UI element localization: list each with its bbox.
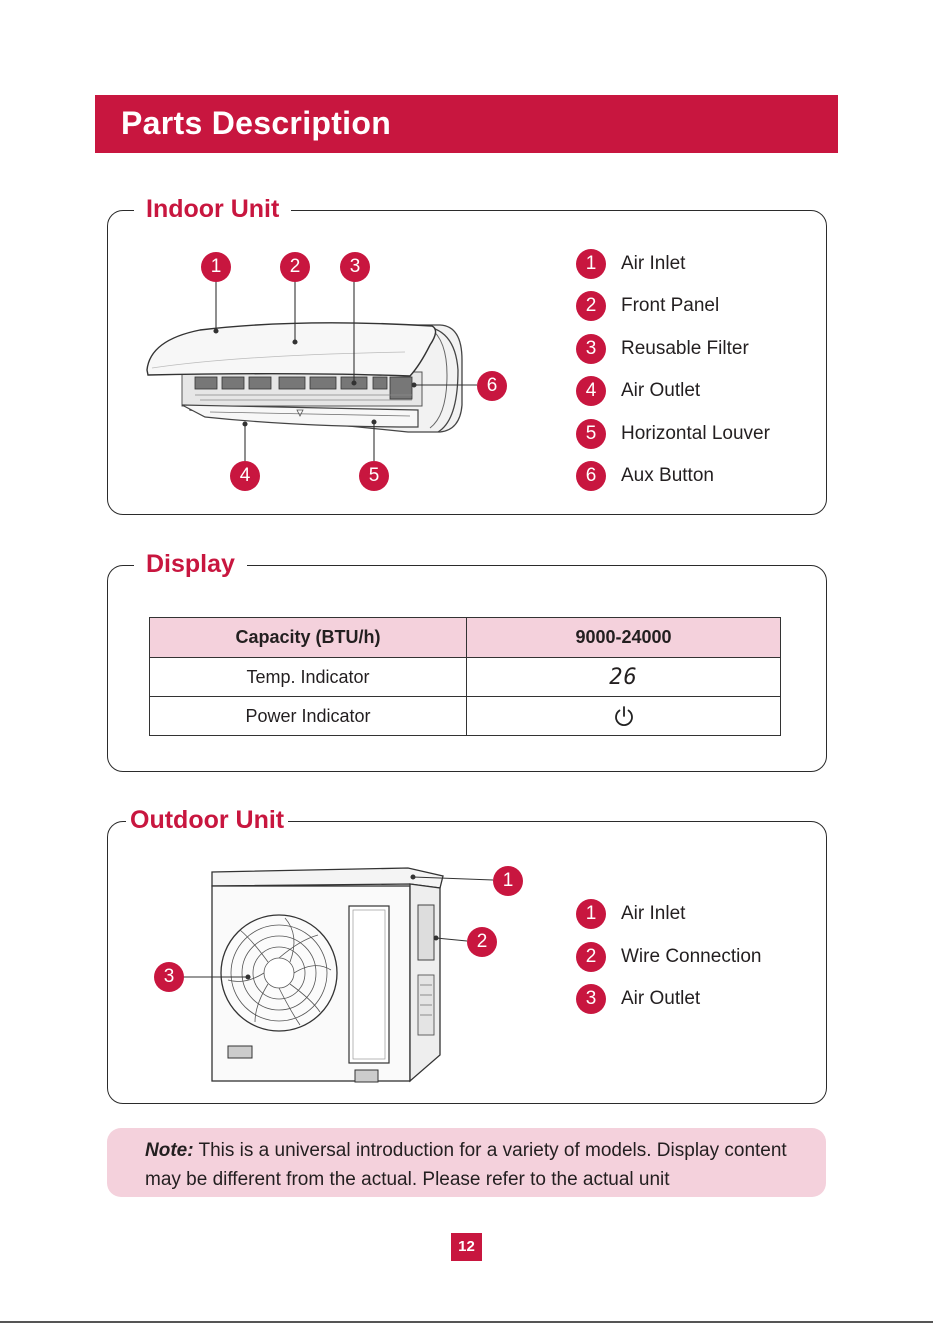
indoor-callout-4: 4 (230, 461, 260, 491)
indoor-callout-1: 1 (201, 252, 231, 282)
legend-number-badge: 4 (576, 376, 606, 406)
table-row: Temp. Indicator 26 (149, 657, 781, 697)
legend-number-badge: 6 (576, 461, 606, 491)
table-header-row: Capacity (BTU/h) 9000-24000 (149, 617, 781, 658)
outdoor-unit-title: Outdoor Unit (126, 805, 289, 835)
indoor-unit-illustration (146, 280, 477, 461)
temp-digits: 26 (609, 664, 638, 690)
outdoor-callout-1: 1 (493, 866, 523, 896)
legend-number-badge: 1 (576, 899, 606, 929)
indoor-callout-2: 2 (280, 252, 310, 282)
power-icon (614, 706, 633, 727)
display-table: Capacity (BTU/h) 9000-24000 Temp. Indica… (149, 617, 781, 736)
bottom-divider (0, 1321, 933, 1323)
legend-label: Wire Connection (621, 946, 762, 967)
legend-number-badge: 5 (576, 419, 606, 449)
table-cell-label: Power Indicator (149, 696, 467, 736)
legend-label: Air Outlet (621, 988, 701, 1009)
indoor-callout-6: 6 (477, 371, 507, 401)
note-paragraph: Note: This is a universal introduction f… (145, 1136, 815, 1194)
page-number: 12 (451, 1233, 482, 1261)
note-text: This is a universal introduction for a v… (145, 1140, 787, 1190)
legend-number-badge: 1 (576, 249, 606, 279)
legend-number-badge: 3 (576, 984, 606, 1014)
legend-number-badge: 2 (576, 942, 606, 972)
legend-label: Horizontal Louver (621, 423, 770, 444)
outdoor-callout-2: 2 (467, 927, 497, 957)
legend-number-badge: 2 (576, 291, 606, 321)
outdoor-unit-illustration (183, 867, 494, 1083)
page-title: Parts Description (121, 105, 392, 141)
legend-label: Air Inlet (621, 903, 686, 924)
table-header-cell: 9000-24000 (466, 617, 781, 658)
power-indicator-value (466, 696, 781, 736)
legend-label: Aux Button (621, 465, 714, 486)
legend-number-badge: 3 (576, 334, 606, 364)
table-header-cell: Capacity (BTU/h) (149, 617, 467, 658)
table-cell-label: Temp. Indicator (149, 657, 467, 697)
note-label: Note: (145, 1140, 194, 1161)
legend-label: Air Outlet (621, 380, 701, 401)
display-title: Display (134, 549, 247, 579)
indoor-callout-3: 3 (340, 252, 370, 282)
section-header-bar: Parts Description (95, 95, 838, 153)
outdoor-callout-3: 3 (154, 962, 184, 992)
note-box: Note: This is a universal introduction f… (107, 1128, 826, 1197)
indoor-unit-title: Indoor Unit (134, 194, 292, 224)
table-row: Power Indicator (149, 696, 781, 736)
indoor-callout-5: 5 (359, 461, 389, 491)
legend-label: Air Inlet (621, 253, 686, 274)
legend-label: Front Panel (621, 295, 720, 316)
legend-label: Reusable Filter (621, 338, 749, 359)
